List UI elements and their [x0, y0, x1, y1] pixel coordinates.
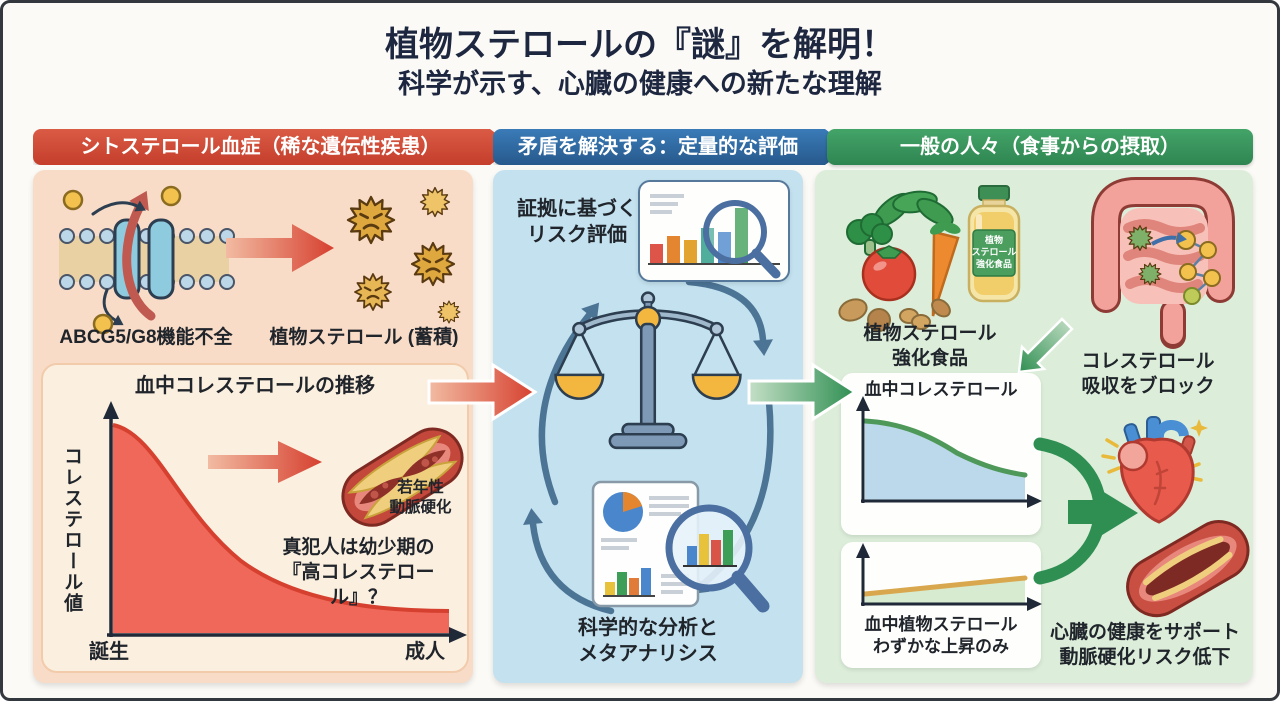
accumulated-sterols-illustration [346, 186, 461, 324]
evidence-label: 証拠に基づく リスク評価 [517, 198, 637, 247]
cholesterol-decline-chart [103, 401, 467, 643]
section-header-sitosterolemia: シトステロール血症（稀な遺伝性疾患） [33, 129, 514, 165]
plant-sterol-card: 血中植物ステロール わずかな上昇のみ [841, 542, 1042, 668]
panel-sitosterolemia: ABCG5/G8機能不全 植物ステロール (蓄積) 血中コレステロールの推移 コ… [33, 170, 473, 683]
leads-to-arrow-icon [1033, 437, 1138, 585]
cholesterol-trend-card: 血中コレステロールの推移 コレステロール値 誕生 成人 [41, 363, 469, 673]
healthy-heart-illustration [1101, 416, 1208, 524]
bottle-label-line1: 植物 [984, 234, 1003, 245]
bar-chart-magnifier-icon [648, 194, 781, 279]
vegetables-illustration [838, 190, 961, 332]
flow-arrow-middle-to-right-icon [747, 362, 858, 422]
bottle-label-line2: ステロール [971, 247, 1016, 257]
section-header-general-public: 一般の人々（食事からの摂取） [827, 129, 1253, 165]
arrow-right-icon [208, 441, 322, 483]
section-header-quantitative: 矛盾を解決する：定量的な評価 [493, 129, 849, 165]
artery-note: 若年性 動脈硬化 [389, 479, 452, 517]
sterol-bottle-illustration: 植物 ステロール 強化食品 [967, 185, 1021, 303]
intestine-illustration [1091, 177, 1235, 349]
analysis-label: 科学的な分析と メタアナリシス [578, 617, 718, 666]
chart-title: 血中コレステロールの推移 [135, 375, 375, 397]
fortified-foods-caption: 植物ステロール 強化食品 [863, 323, 997, 370]
blood-cholesterol-card: 血中コレステロール [841, 373, 1042, 535]
sterol-accumulation-label: 植物ステロール (蓄積) [269, 327, 459, 348]
sterol-slight-rise-mini-chart [856, 543, 1042, 611]
x-axis-start-label: 誕生 [89, 641, 129, 663]
y-axis-label: コレステロール値 [61, 446, 83, 614]
healthy-artery-illustration [1126, 520, 1250, 618]
arrow-down-left-icon [1017, 317, 1074, 374]
magnifier-icon [665, 504, 770, 613]
panel-quantitative-evaluation: 証拠に基づく リスク評価 [493, 170, 803, 683]
bottle-label-line3: 強化食品 [976, 258, 1012, 269]
cholesterol-decline-mini-chart [856, 396, 1042, 508]
blood-cholesterol-title: 血中コレステロール [864, 380, 1018, 399]
culprit-caption: 真犯人は幼少期の 『高コレステロール』？ [282, 537, 435, 609]
page-subtitle: 科学が示す、心臓の健康への新たな理解 [398, 69, 882, 99]
transporter-label: ABCG5/G8機能不全 [59, 327, 233, 348]
panel-general-public: 植物 ステロール 強化食品 植物ステロール 強化食品 [815, 170, 1253, 683]
risk-chart-card [638, 180, 790, 282]
absorption-block-caption: コレステロール 吸収をブロック [1081, 351, 1215, 398]
plant-sterol-caption: 血中植物ステロール わずかな上昇のみ [864, 615, 1018, 657]
clogged-artery-illustration [341, 427, 464, 527]
membrane-transporter-illustration [59, 185, 235, 335]
balance-scale-illustration [554, 291, 742, 450]
x-axis-end-label: 成人 [405, 641, 445, 663]
heart-health-caption: 心臓の健康をサポート 動脈硬化リスク低下 [1049, 622, 1240, 669]
flow-arrow-left-to-middle-icon [427, 362, 538, 422]
page-title: 植物ステロールの『謎』を解明！ [385, 26, 895, 64]
arrow-right-icon [226, 224, 334, 272]
